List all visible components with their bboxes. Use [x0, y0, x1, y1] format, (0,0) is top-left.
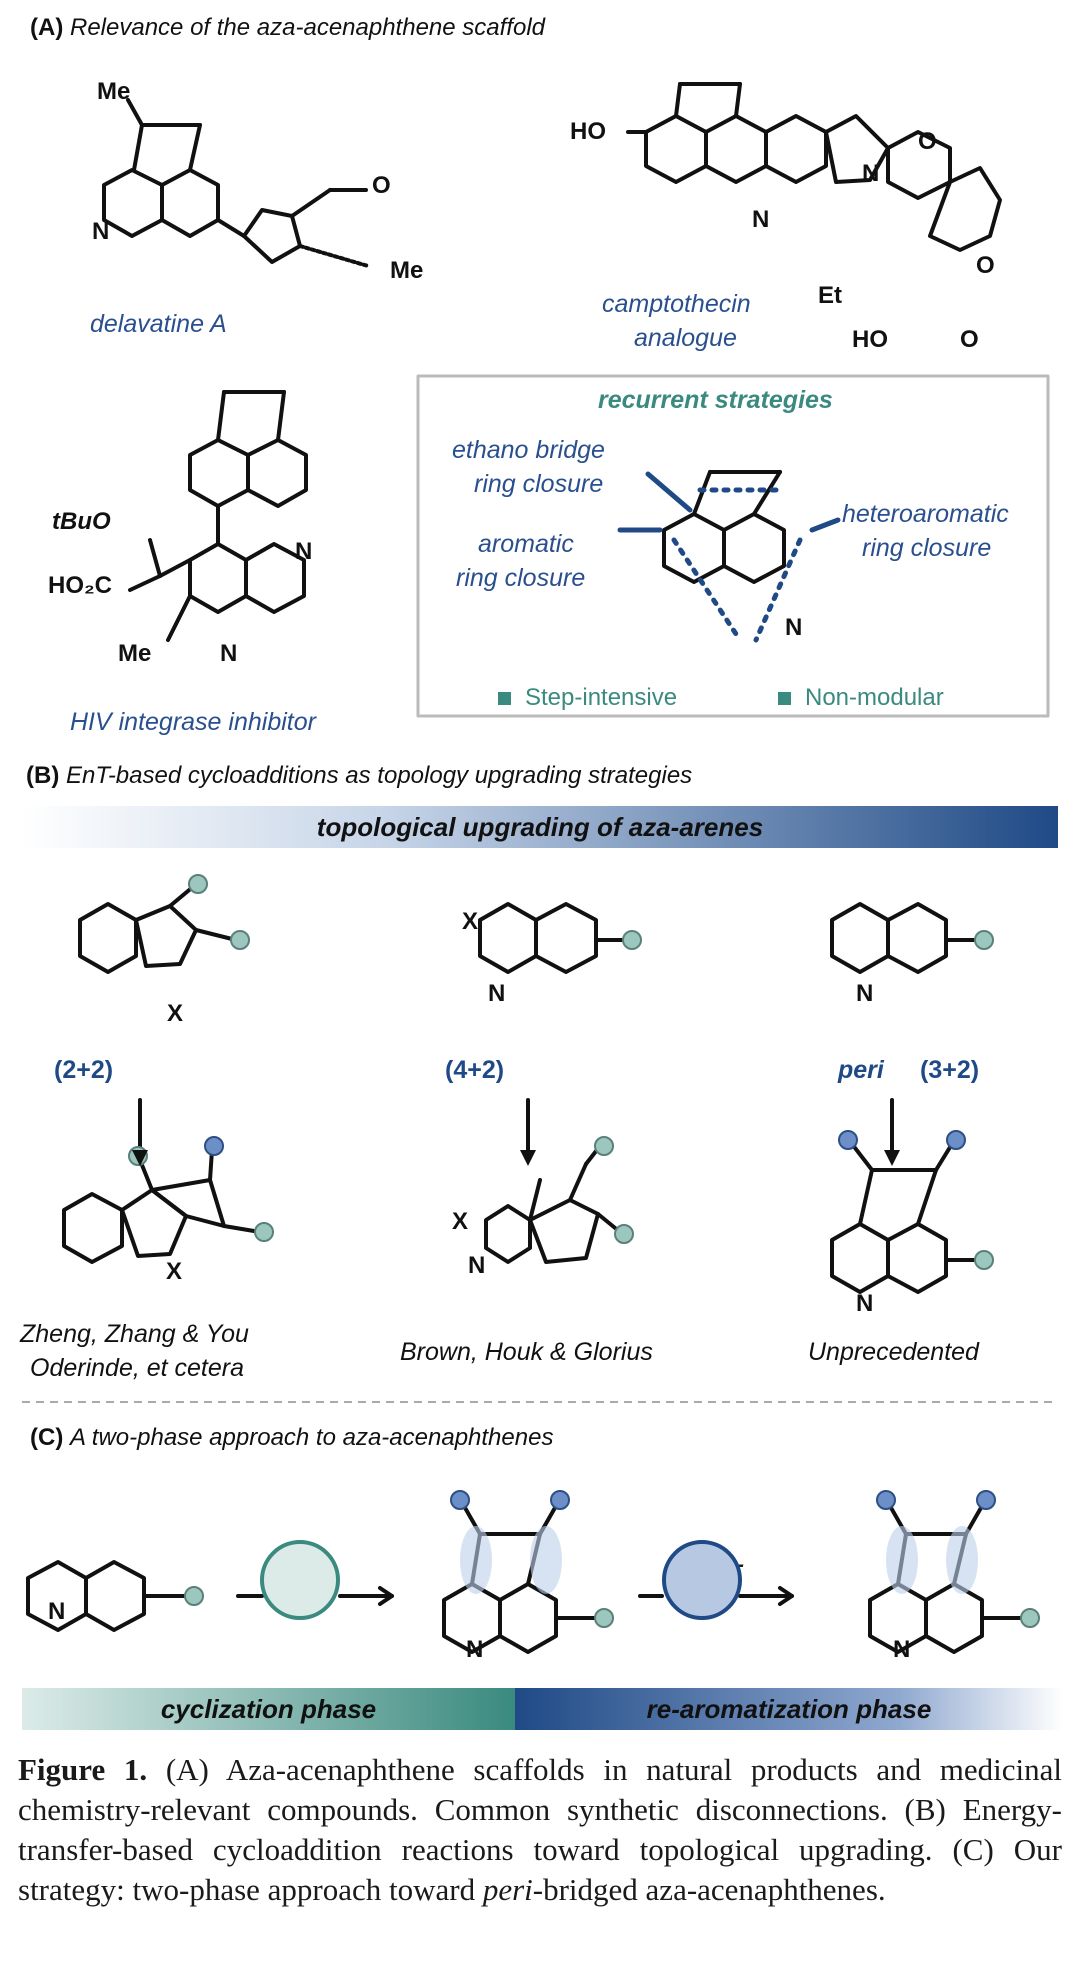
- topology-banner: topological upgrading of aza-arenes: [22, 806, 1058, 848]
- atom-me: Me: [97, 78, 131, 105]
- arrow-label-peri: peri: [838, 1056, 884, 1084]
- cyclization-phase-bar: cyclization phase: [22, 1688, 515, 1730]
- ethano-label-2: ring closure: [474, 470, 604, 498]
- bullet-non-modular: Non-modular: [778, 684, 944, 712]
- quinoline-substrate: [830, 902, 982, 1294]
- delavatine-structure: [102, 98, 370, 268]
- atom-n: N: [488, 980, 506, 1007]
- camptothecin-label-2: analogue: [634, 324, 737, 352]
- panel-c-product: [868, 1504, 1028, 1654]
- aromatic-label-2: ring closure: [456, 564, 586, 592]
- strategies-title: recurrent strategies: [598, 386, 833, 414]
- atom-o: O: [372, 172, 391, 199]
- credit-col2: Brown, Houk & Glorius: [400, 1338, 653, 1366]
- panel-a-heading: (A) Relevance of the aza-acenaphthene sc…: [30, 14, 545, 41]
- atom-x: X: [166, 1258, 183, 1285]
- atom-me: Me: [118, 640, 152, 667]
- atom-x: X: [452, 1208, 469, 1235]
- atom-n: N: [48, 1598, 66, 1625]
- atom-n: N: [862, 160, 880, 187]
- hetero-label-2: ring closure: [862, 534, 992, 562]
- camptothecin-structure: [626, 82, 1002, 252]
- hetero-label-1: heteroaromatic: [842, 500, 1009, 528]
- atom-n: N: [466, 1636, 484, 1663]
- atom-n: N: [856, 980, 874, 1007]
- atom-n: N: [220, 640, 238, 667]
- atom-me: Me: [390, 257, 424, 284]
- arrow-label-4-2: (4+2): [445, 1056, 505, 1084]
- panel-c-heading: (C) A two-phase approach to aza-acenapht…: [30, 1424, 554, 1451]
- atom-n: N: [752, 206, 770, 233]
- hiv-structure: [128, 390, 308, 642]
- atom-n: N: [893, 1636, 911, 1663]
- atom-et: Et: [818, 282, 842, 309]
- atom-ho: HO: [852, 326, 888, 353]
- arrow-label-3-2: (3+2): [920, 1056, 980, 1084]
- credit-col1-2: Oderinde, et cetera: [30, 1354, 245, 1382]
- bullet-step-intensive: Step-intensive: [498, 684, 677, 712]
- set-label: SET: [699, 1560, 742, 1585]
- atom-n: N: [92, 218, 110, 245]
- atom-x: X: [462, 908, 479, 935]
- panel-b-heading: (B) EnT-based cycloadditions as topology…: [26, 762, 693, 789]
- atom-ho: HO: [570, 118, 606, 145]
- figure-caption: Figure 1. (A) Aza-acenaphthene scaffolds…: [18, 1752, 1062, 1907]
- atom-n: N: [785, 614, 803, 641]
- atom-tbuo: tBuO: [52, 508, 111, 535]
- atom-x: X: [167, 1000, 184, 1027]
- rearomatization-phase-bar: re-aromatization phase: [515, 1688, 1063, 1730]
- aromatic-label-1: aromatic: [478, 530, 574, 558]
- ethano-label-1: ethano bridge: [452, 436, 605, 464]
- atom-n: N: [856, 1290, 874, 1317]
- delavatine-label: delavatine A: [90, 310, 227, 338]
- camptothecin-label-1: camptothecin: [602, 290, 751, 318]
- hiv-label: HIV integrase inhibitor: [70, 708, 316, 736]
- atom-o: O: [976, 252, 995, 279]
- atom-n: N: [295, 538, 313, 565]
- atom-ho2c: HO₂C: [48, 572, 112, 599]
- credit-col1-1: Zheng, Zhang & You: [20, 1320, 249, 1348]
- panel-c-intermediate: [442, 1504, 602, 1654]
- atom-n: N: [468, 1252, 486, 1279]
- strategy-scaffold: [662, 470, 786, 584]
- ent-label: EnT: [284, 1560, 326, 1585]
- atom-o: O: [960, 326, 979, 353]
- credit-col3: Unprecedented: [808, 1338, 979, 1366]
- atom-o: O: [918, 128, 937, 155]
- arrow-label-2-2: (2+2): [54, 1056, 114, 1084]
